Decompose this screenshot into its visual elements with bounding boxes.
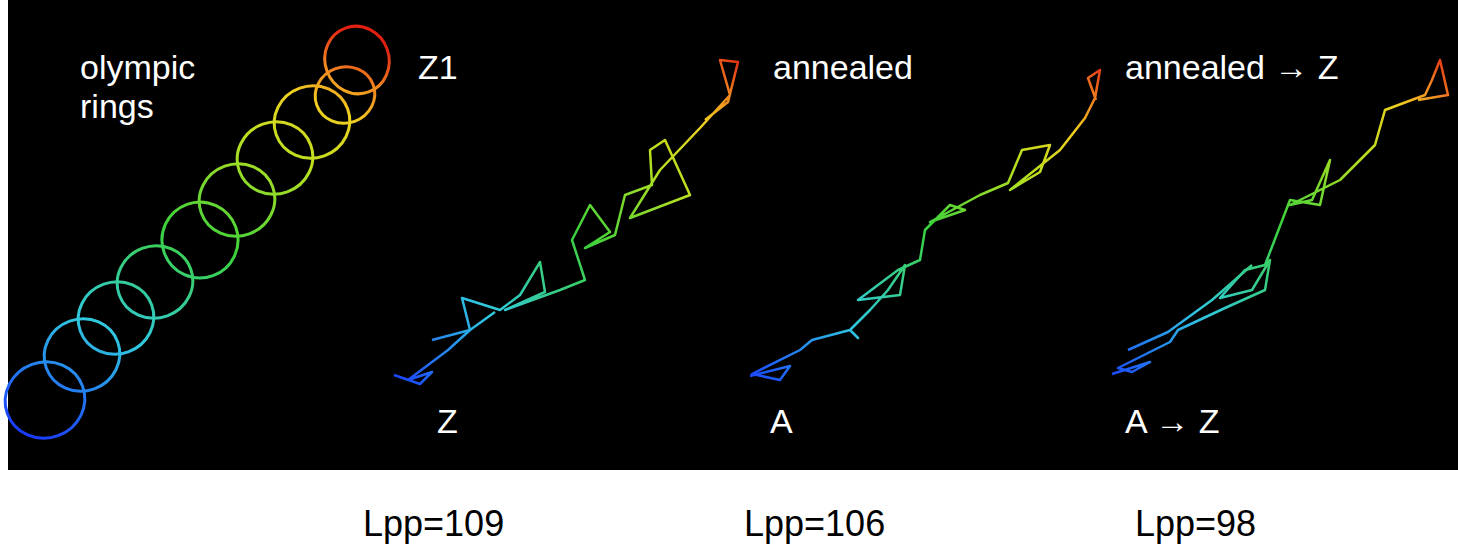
length-value: Lpp=98 — [1135, 503, 1256, 545]
length-value: Lpp=106 — [744, 503, 885, 545]
state-label: A → Z — [1125, 402, 1219, 441]
olympic-rings — [0, 17, 399, 449]
state-label: A — [770, 402, 793, 441]
panel-title: olympic rings — [80, 48, 240, 126]
state-label: Z — [437, 402, 458, 441]
chain-traces — [394, 60, 1448, 384]
panel-title: Z1 — [418, 48, 458, 87]
panel-title: annealed — [773, 48, 913, 87]
length-value: Lpp=109 — [363, 503, 504, 545]
panel-title: annealed → Z — [1125, 48, 1339, 87]
